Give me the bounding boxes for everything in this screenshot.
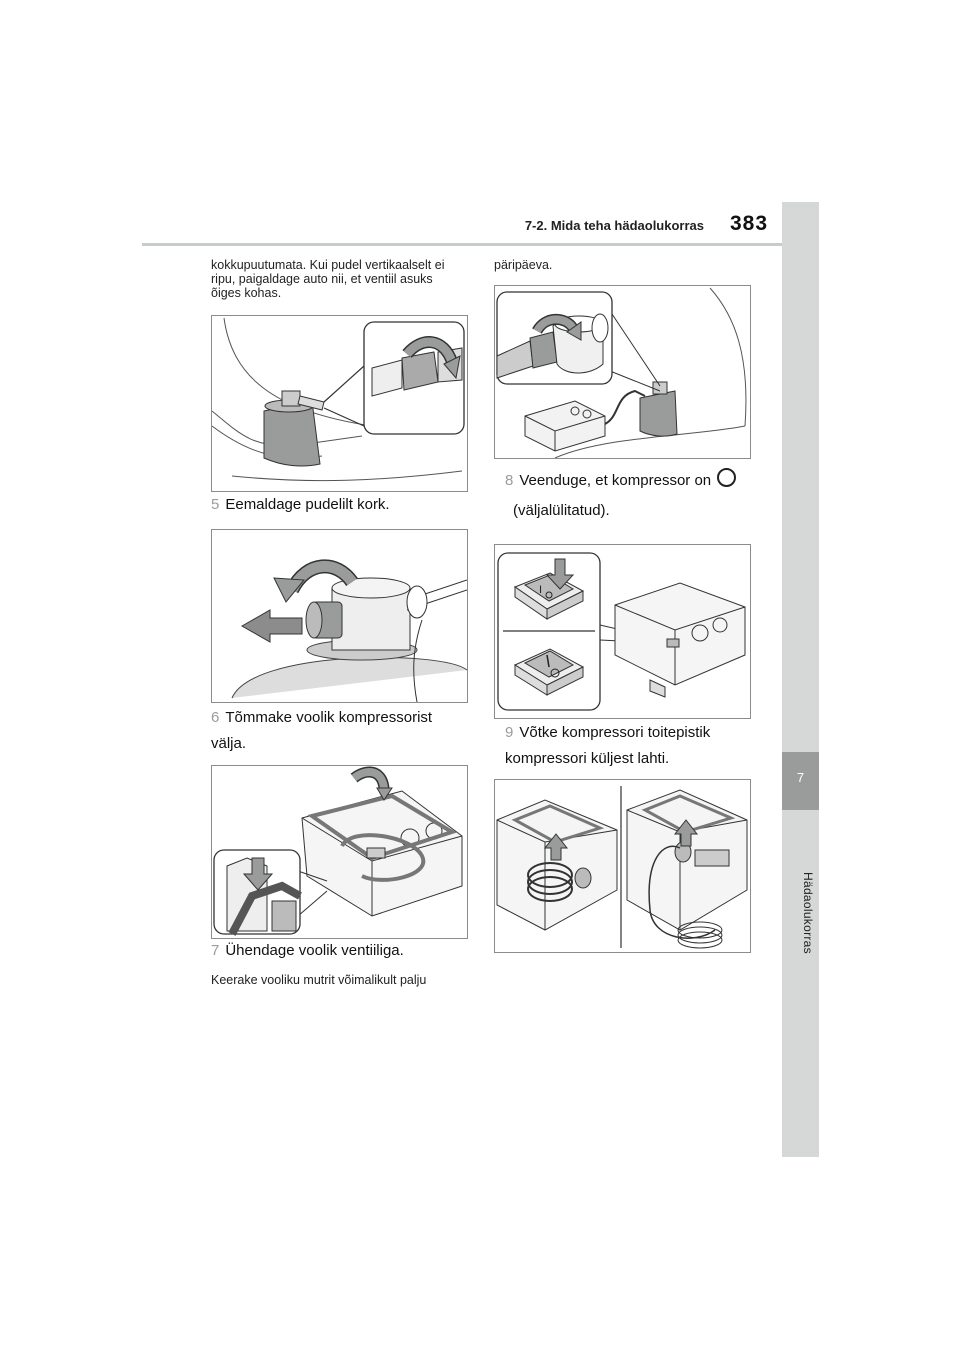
step-text: Eemaldage pudelilt kork.	[225, 496, 390, 513]
step-number: 5	[211, 496, 220, 513]
step-text: Tõmmake voolik kompressorist välja.	[211, 709, 433, 752]
chapter-tab[interactable]	[782, 752, 819, 810]
left-note-text: Keerake vooliku mutrit võimalikult palju	[211, 973, 427, 987]
right-intro-text: päripäeva.	[494, 258, 553, 272]
figure-switch-off: I O	[494, 544, 751, 719]
figure-remove-cap	[211, 529, 468, 703]
page-number: 383	[730, 212, 769, 235]
step-8: 8 Veenduge, et kompressor on	[505, 468, 755, 494]
figure-connect-hose	[494, 285, 751, 459]
step-7: 7 Ühendage voolik ventiiliga.	[211, 938, 466, 964]
figure-pull-hose	[211, 765, 468, 939]
switch-on-symbol: I	[539, 584, 542, 596]
step-number: 9	[505, 724, 514, 741]
chapter-sidebar	[782, 202, 819, 1157]
step-number: 6	[211, 709, 220, 726]
step-text: Ühendage voolik ventiiliga.	[225, 942, 404, 959]
chapter-number: 7	[796, 770, 805, 785]
section-title: 7-2. Mida teha hädaolukorras	[524, 218, 704, 233]
step-text: Võtke kompressori toitepistik kompressor…	[505, 724, 711, 767]
figure-unplug-power	[494, 779, 751, 953]
step-number: 7	[211, 942, 220, 959]
step-8-continuation: (väljalülitatud).	[513, 502, 610, 519]
chapter-label: Hädaolukorras	[801, 872, 815, 954]
step-5: 5 Eemaldage pudelilt kork.	[211, 492, 466, 518]
step-number: 8	[505, 472, 514, 489]
header-divider	[142, 243, 782, 246]
power-off-circle-icon	[717, 468, 737, 487]
figure-bottle-valve	[211, 315, 468, 492]
left-intro-text: kokkupuutumata. Kui pudel vertikaalselt …	[211, 258, 445, 300]
step-text: Veenduge, et kompressor on	[519, 472, 712, 489]
